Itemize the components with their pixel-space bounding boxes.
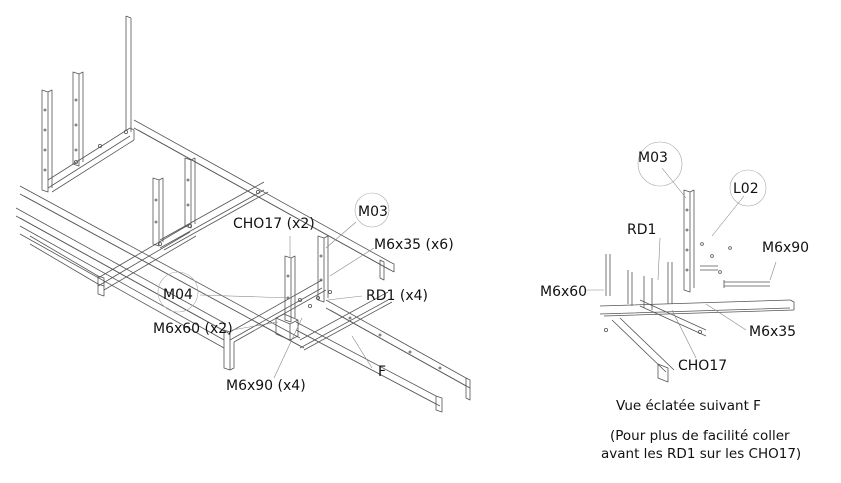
label-m6x35-x6: M6x35 (x6) <box>374 237 454 253</box>
front-leg-left <box>295 321 443 413</box>
front-corner-block <box>275 313 299 341</box>
exploded-label-m6x60: M6x60 <box>540 284 588 300</box>
main-assembly-view <box>15 15 471 413</box>
exploded-label-cho17: CHO17 <box>678 358 728 374</box>
front-leg-right <box>325 299 471 401</box>
side-rail-left <box>19 185 305 349</box>
label-f: F <box>378 364 387 380</box>
label-m6x60-x2: M6x60 (x2) <box>153 321 233 337</box>
exploded-rails <box>599 299 795 383</box>
exploded-label-m03: M03 <box>638 150 668 166</box>
lower-rail <box>29 235 105 297</box>
cross-beam-2 <box>159 181 269 251</box>
cross-beam-3 <box>223 279 327 371</box>
exploded-callout-circles <box>637 141 767 207</box>
bolt-holes <box>74 129 332 308</box>
label-cho17-x2: CHO17 (x2) <box>233 216 315 232</box>
center-post-left <box>152 177 164 247</box>
exploded-bolts <box>604 242 770 334</box>
tall-post <box>125 15 132 132</box>
main-callout-circles <box>157 192 390 313</box>
label-rd1-x4: RD1 (x4) <box>366 288 428 304</box>
exploded-label-rd1: RD1 <box>627 222 657 238</box>
assembly-note-line2: avant les RD1 sur les CHO17) <box>601 446 802 462</box>
exploded-view-caption: Vue éclatée suivant F <box>616 398 761 414</box>
exploded-view <box>586 141 795 383</box>
exploded-label-m6x90: M6x90 <box>762 240 810 256</box>
center-post-right <box>184 157 196 229</box>
exploded-leader-lines <box>586 167 777 359</box>
label-m03: M03 <box>358 204 388 220</box>
main-leader-lines <box>199 221 375 379</box>
back-rail <box>47 127 135 193</box>
label-m04: M04 <box>163 287 193 303</box>
exploded-label-m6x35: M6x35 <box>749 324 797 340</box>
back-post-left <box>41 89 53 193</box>
side-rail-bottom <box>15 207 231 349</box>
exploded-post <box>683 189 695 293</box>
assembly-note-line1: (Pour plus de facilité coller <box>610 428 790 444</box>
back-post-mid <box>72 71 84 167</box>
cross-beam-1 <box>97 223 197 291</box>
exploded-label-l02: L02 <box>733 181 759 197</box>
label-m6x90-x4: M6x90 (x4) <box>226 378 306 394</box>
